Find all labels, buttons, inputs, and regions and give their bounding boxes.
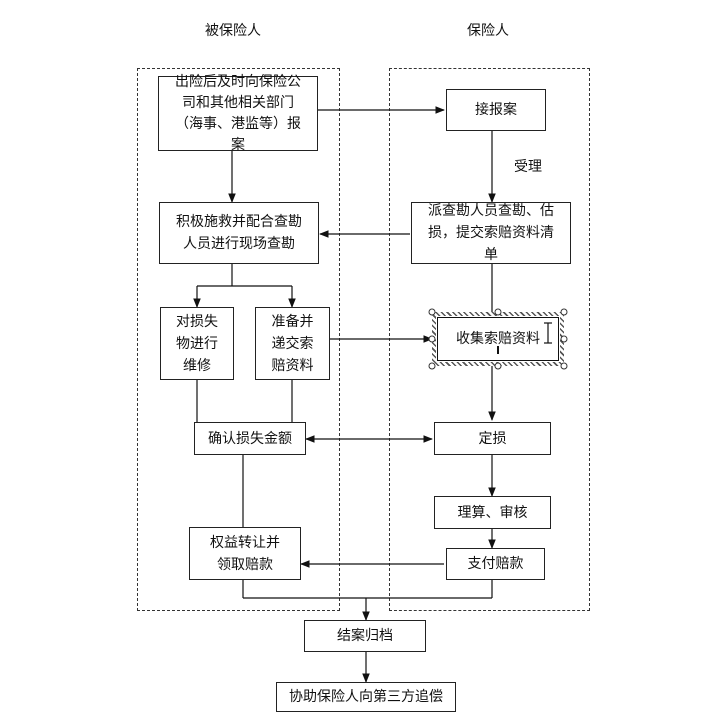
box-confirm-loss-amount-text: 确认损失金额: [208, 430, 292, 447]
box-receive-report: 接报案: [446, 89, 546, 131]
handle-top-right: [560, 308, 568, 316]
label-accept: 受理: [514, 159, 542, 175]
box-subrogate-receive-text: 权益转让并领取赔款: [210, 534, 280, 573]
handle-middle-left: [428, 335, 436, 343]
box-report-accident-text: 出险后及时向保险公司和其他相关部门（海事、港监等）报案: [175, 73, 301, 153]
box-receive-report-text: 接报案: [475, 102, 517, 118]
box-pay-compensation-text: 支付赔款: [467, 556, 524, 572]
box-assess-loss: 定损: [434, 422, 551, 455]
box-assist-recovery: 协助保险人向第三方追偿: [276, 682, 456, 712]
box-subrogate-receive: 权益转让并领取赔款: [189, 527, 301, 580]
insurer-lane-title: 保险人: [467, 23, 509, 39]
box-submit-claim-docs-text: 准备并递交索赔资料: [271, 313, 314, 374]
box-assist-recovery-text: 协助保险人向第三方追偿: [289, 689, 443, 705]
box-rescue-cooperate-text: 积极施救并配合查勘人员进行现场查勘: [176, 214, 302, 252]
handle-bottom-right: [560, 362, 568, 370]
box-close-archive: 结案归档: [304, 620, 426, 652]
box-dispatch-survey: 派查勘人员查勘、估损，提交索赔资料清单: [411, 202, 571, 264]
box-rescue-cooperate: 积极施救并配合查勘人员进行现场查勘: [159, 202, 319, 264]
box-repair-loss: 对损失物进行维修: [160, 307, 234, 380]
handle-bottom-left: [428, 362, 436, 370]
box-confirm-loss-amount: 确认损失金额: [194, 422, 306, 455]
handle-middle-right: [560, 335, 568, 343]
handle-top-center: [494, 308, 502, 316]
box-adjust-review-text: 理算、审核: [457, 504, 528, 521]
box-assess-loss-text: 定损: [478, 430, 507, 447]
box-adjust-review: 理算、审核: [434, 496, 551, 529]
handle-top-left: [428, 308, 436, 316]
insured-lane-title: 被保险人: [205, 23, 261, 39]
box-submit-claim-docs: 准备并递交索赔资料: [255, 307, 330, 380]
box-report-accident: 出险后及时向保险公司和其他相关部门（海事、港监等）报案: [158, 74, 318, 153]
box-repair-loss-text: 对损失物进行维修: [176, 313, 218, 374]
text-cursor-icon: [544, 322, 552, 344]
box-pay-compensation: 支付赔款: [446, 548, 545, 580]
box-collect-claim-docs[interactable]: 收集索赔资料: [436, 316, 560, 362]
box-collect-claim-docs-text: 收集索赔资料: [456, 331, 540, 347]
box-close-archive-text: 结案归档: [337, 628, 393, 644]
box-dispatch-survey-text: 派查勘人员查勘、估损，提交索赔资料清单: [428, 203, 554, 263]
handle-bottom-center: [494, 362, 502, 370]
